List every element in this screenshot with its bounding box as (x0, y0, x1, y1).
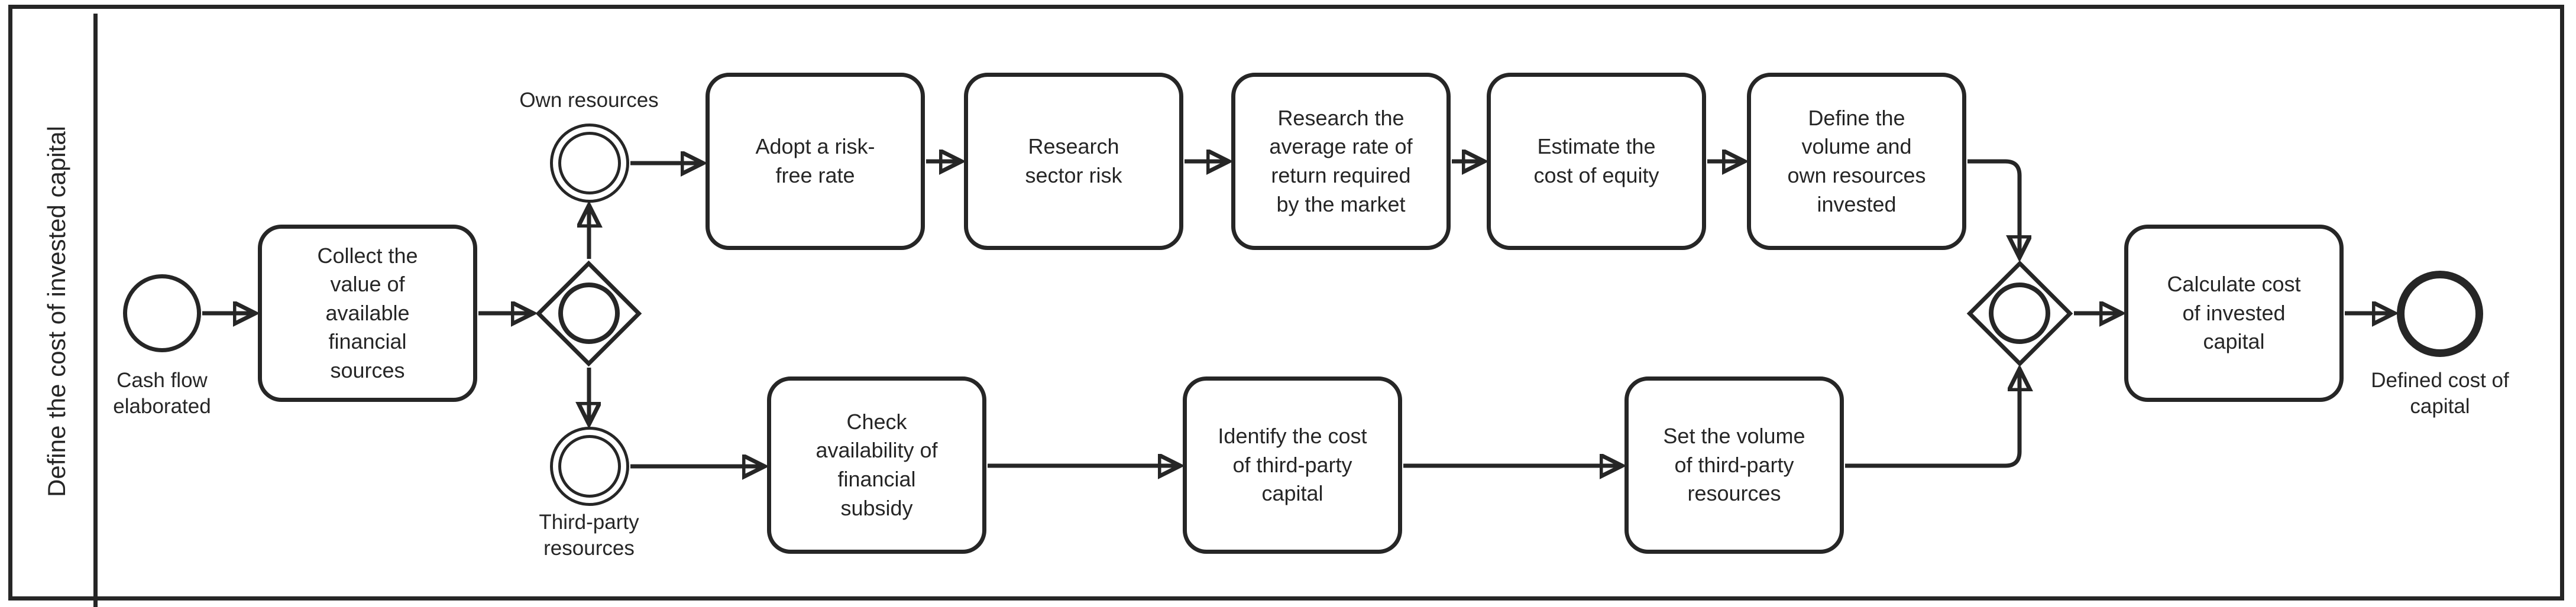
end-event[interactable] (2397, 271, 2483, 357)
intermediate-event-inner-ring (558, 132, 621, 194)
intermediate-event-third-party[interactable] (550, 427, 629, 506)
start-event[interactable] (123, 274, 201, 352)
start-event-label: Cash flow elaborated (113, 369, 211, 418)
flow-define-volume-to-join-gateway (1967, 159, 2020, 257)
third-party-label: Third-party resources (539, 511, 639, 560)
task-research-average-rate[interactable]: Research the average rate of return requ… (1231, 73, 1451, 250)
end-event-label: Defined cost of capital (2371, 369, 2509, 418)
task-adopt-risk-free-rate[interactable]: Adopt a risk-free rate (706, 73, 925, 250)
lane-divider (93, 14, 98, 607)
task-define-volume-own-resources[interactable]: Define the volume and own resources inve… (1747, 73, 1966, 250)
task-collect-value[interactable]: Collect the value of available financial… (258, 225, 477, 402)
flow-set-volume-to-join-gateway (1845, 370, 2020, 468)
task-identify-third-party-cost[interactable]: Identify the cost of third-party capital (1183, 376, 1402, 554)
task-research-sector-risk[interactable]: Research sector risk (964, 73, 1183, 250)
task-estimate-cost-of-equity[interactable]: Estimate the cost of equity (1487, 73, 1706, 250)
inclusive-gateway-circle-icon (1989, 283, 2050, 344)
intermediate-event-own-resources[interactable] (550, 124, 629, 203)
task-set-third-party-volume[interactable]: Set the volume of third-party resources (1624, 376, 1844, 554)
inclusive-gateway-circle-icon (558, 283, 620, 344)
own-resources-label: Own resources (519, 89, 659, 112)
task-check-subsidy[interactable]: Check availability of financial subsidy (767, 376, 986, 554)
task-calculate-cost[interactable]: Calculate cost of invested capital (2124, 225, 2344, 402)
intermediate-event-inner-ring (558, 435, 621, 498)
